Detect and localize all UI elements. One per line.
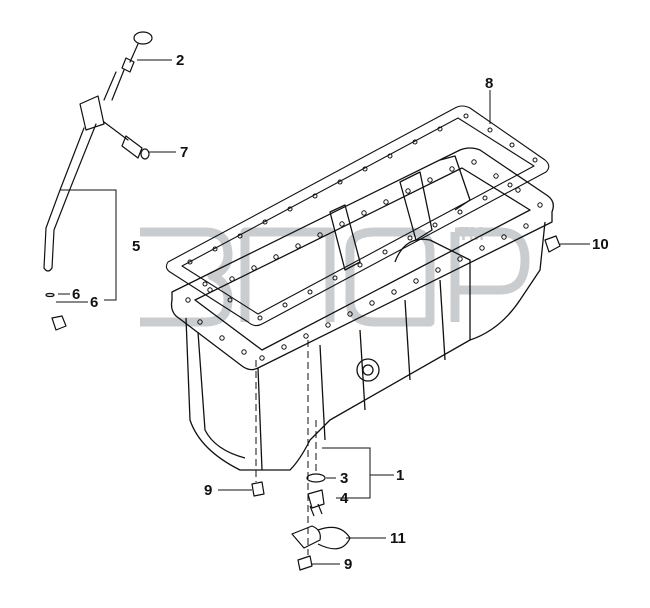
callout-6: 6 — [72, 286, 80, 303]
callout-2: 2 — [176, 52, 184, 69]
callout-3: 3 — [340, 470, 348, 487]
gasket — [165, 105, 550, 327]
callout-6: 6 — [90, 294, 98, 311]
callout-7: 7 — [180, 144, 188, 161]
callout-8: 8 — [485, 75, 493, 92]
callout-10: 10 — [592, 236, 609, 253]
callout-9: 9 — [204, 482, 212, 499]
dipstick-assembly — [43, 31, 153, 331]
alignment-lines — [255, 340, 317, 555]
trademark-mark: TM — [458, 224, 484, 244]
leader-lines — [56, 59, 590, 565]
callout-labels: 2 7 8 5 6 6 10 3 1 4 9 11 9 — [72, 52, 609, 573]
callout-4: 4 — [340, 490, 349, 507]
drain-parts — [251, 235, 561, 571]
callout-9: 9 — [344, 556, 352, 573]
callout-11: 11 — [390, 530, 406, 547]
callout-5: 5 — [132, 238, 140, 255]
oil-pan — [170, 147, 554, 471]
callout-1: 1 — [396, 467, 404, 484]
